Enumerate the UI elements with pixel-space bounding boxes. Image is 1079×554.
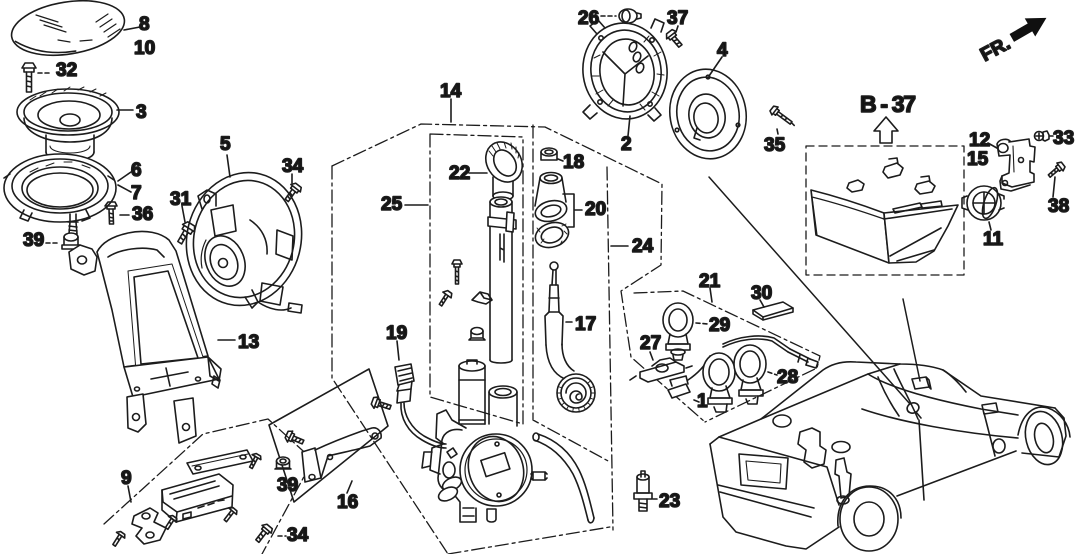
svg-text:26: 26 (578, 8, 599, 29)
svg-text:35: 35 (764, 135, 786, 156)
svg-text:7: 7 (131, 183, 142, 204)
svg-text:29: 29 (709, 315, 730, 336)
svg-text:18: 18 (563, 152, 584, 173)
svg-text:30: 30 (751, 283, 772, 304)
svg-text:4: 4 (717, 40, 728, 61)
svg-text:1: 1 (697, 391, 708, 412)
svg-text:27: 27 (640, 333, 661, 354)
svg-text:5: 5 (220, 134, 231, 155)
svg-text:23: 23 (659, 491, 680, 512)
svg-text:20: 20 (585, 199, 606, 220)
svg-text:3: 3 (136, 102, 147, 123)
svg-text:16: 16 (337, 492, 358, 513)
svg-text:15: 15 (967, 149, 989, 170)
svg-text:21: 21 (699, 271, 721, 292)
svg-text:38: 38 (1048, 196, 1069, 217)
svg-text:2: 2 (621, 134, 632, 155)
svg-text:14: 14 (440, 81, 462, 102)
svg-text:13: 13 (238, 332, 259, 353)
svg-text:19: 19 (386, 323, 407, 344)
svg-text:28: 28 (777, 367, 798, 388)
svg-text:17: 17 (575, 314, 596, 335)
svg-text:34: 34 (287, 525, 309, 546)
svg-text:B - 37: B - 37 (860, 91, 916, 117)
svg-text:24: 24 (632, 236, 654, 257)
svg-text:39: 39 (277, 475, 298, 496)
svg-text:36: 36 (132, 204, 153, 225)
svg-text:32: 32 (56, 60, 77, 81)
svg-text:25: 25 (381, 194, 403, 215)
svg-text:6: 6 (131, 160, 142, 181)
svg-text:39: 39 (23, 230, 44, 251)
svg-text:34: 34 (282, 156, 304, 177)
svg-text:10: 10 (134, 38, 155, 59)
svg-text:9: 9 (121, 468, 132, 489)
svg-text:33: 33 (1053, 128, 1074, 149)
svg-text:11: 11 (983, 229, 1004, 250)
svg-text:22: 22 (449, 163, 470, 184)
svg-text:37: 37 (667, 8, 688, 29)
svg-text:12: 12 (969, 130, 990, 151)
svg-text:31: 31 (170, 189, 192, 210)
svg-text:8: 8 (139, 14, 150, 35)
